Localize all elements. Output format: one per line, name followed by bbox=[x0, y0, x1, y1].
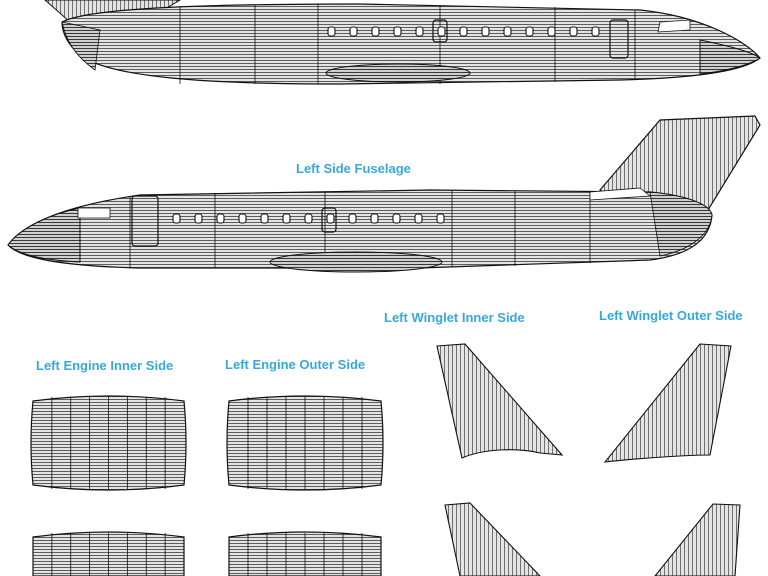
label-left-engine-outer-side: Left Engine Outer Side bbox=[225, 357, 366, 372]
winglet-outer-bottom bbox=[654, 503, 741, 576]
door-top-mid bbox=[432, 19, 448, 43]
window bbox=[327, 26, 336, 37]
wing-fairing-left bbox=[269, 251, 443, 273]
window bbox=[503, 26, 512, 37]
winglet-outer-top bbox=[603, 343, 732, 463]
fuselage-body-top bbox=[61, 3, 761, 85]
wing-fairing-top bbox=[325, 63, 471, 83]
window bbox=[392, 213, 401, 224]
window bbox=[282, 213, 291, 224]
window bbox=[194, 213, 203, 224]
engine-panel bbox=[228, 531, 382, 576]
window bbox=[370, 213, 379, 224]
window-row-left bbox=[172, 213, 445, 224]
stabilizer-left bbox=[77, 207, 111, 219]
door-left-mid bbox=[321, 207, 337, 233]
engine-panel bbox=[226, 395, 384, 491]
door-left-front bbox=[131, 195, 159, 247]
window bbox=[349, 26, 358, 37]
window bbox=[172, 213, 181, 224]
fuselage-right-view bbox=[44, 0, 761, 85]
window bbox=[569, 26, 578, 37]
window bbox=[414, 213, 423, 224]
winglet-inner-bottom bbox=[444, 502, 541, 576]
window bbox=[260, 213, 269, 224]
window bbox=[326, 213, 335, 224]
window bbox=[393, 26, 402, 37]
window bbox=[481, 26, 490, 37]
window bbox=[304, 213, 313, 224]
door-top-front bbox=[609, 19, 629, 59]
engine-panel bbox=[30, 395, 187, 491]
label-left-side-fuselage: Left Side Fuselage bbox=[296, 161, 411, 176]
window bbox=[415, 26, 424, 37]
window bbox=[348, 213, 357, 224]
window bbox=[547, 26, 556, 37]
window-row-top bbox=[327, 26, 600, 37]
window bbox=[436, 213, 445, 224]
window bbox=[238, 213, 247, 224]
engine-panel bbox=[32, 531, 185, 576]
label-left-winglet-outer-side: Left Winglet Outer Side bbox=[599, 308, 743, 323]
window bbox=[437, 26, 446, 37]
window bbox=[525, 26, 534, 37]
engine-panels bbox=[30, 395, 384, 576]
window bbox=[459, 26, 468, 37]
window bbox=[371, 26, 380, 37]
fuselage-left-view bbox=[7, 115, 761, 273]
window bbox=[216, 213, 225, 224]
label-left-winglet-inner-side: Left Winglet Inner Side bbox=[384, 310, 525, 325]
stabilizer-top bbox=[657, 19, 691, 33]
winglet-inner-top bbox=[436, 343, 564, 459]
window bbox=[591, 26, 600, 37]
label-left-engine-inner-side: Left Engine Inner Side bbox=[36, 358, 174, 373]
